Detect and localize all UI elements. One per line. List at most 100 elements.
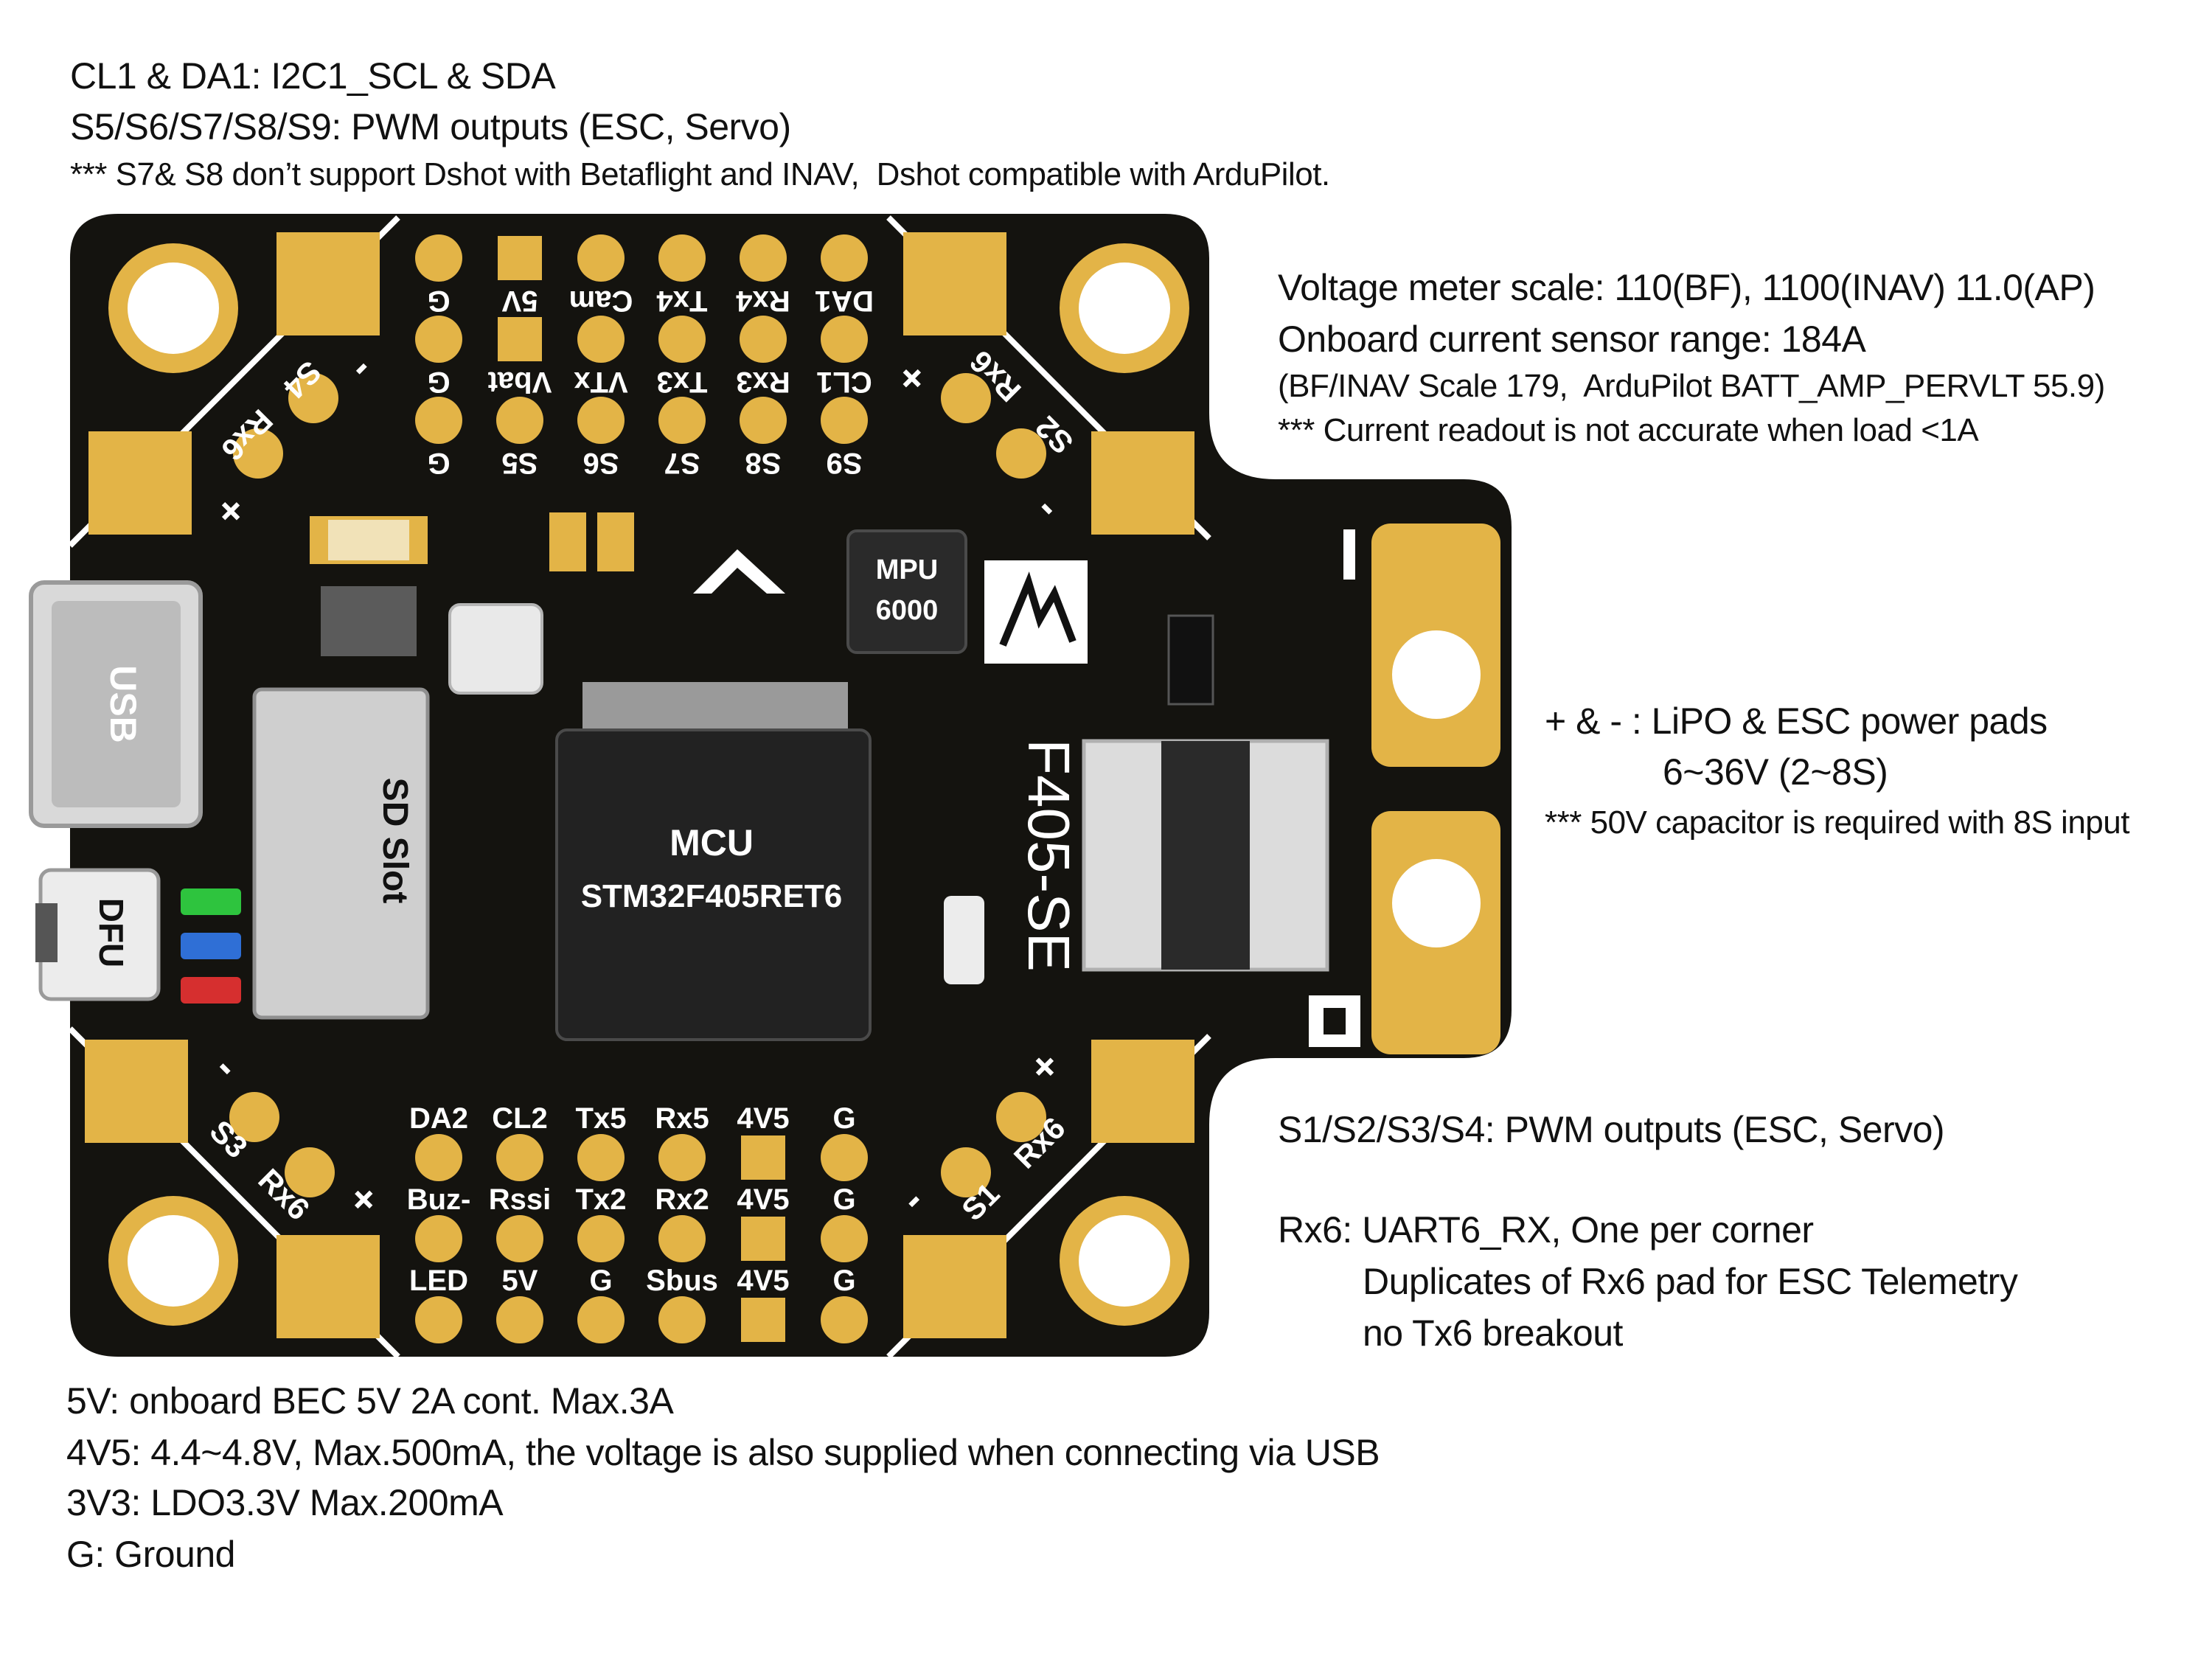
pad-bottom_row3-1 <box>496 1296 543 1343</box>
pad-label-bottom_row3-1: 5V <box>502 1265 538 1297</box>
esc-pad-group <box>85 232 1194 1338</box>
pad-label-top_row1-5: DA1 <box>815 285 874 317</box>
regulator <box>1167 614 1214 706</box>
corner-round-pads <box>229 373 1046 1197</box>
pad-bottom_row1-4 <box>741 1135 785 1180</box>
pad-label-top_row3-1: S5 <box>502 447 538 479</box>
note-ground: G: Ground <box>66 1534 235 1575</box>
pad-label-bottom_row2-1: Rssi <box>489 1183 552 1216</box>
pad-label-top_row1-2: Cam <box>569 285 633 317</box>
pad-label-bottom_row1-4: 4V5 <box>737 1102 789 1135</box>
pad-top_row2-3 <box>658 316 706 363</box>
pad-bottom_row2-1 <box>496 1215 543 1262</box>
note-rx6: Rx6: UART6_RX, One per corner <box>1278 1209 1814 1251</box>
pad-top_row3-5 <box>821 397 868 444</box>
imu-part-number: 6000 <box>876 595 939 626</box>
pad-bottom_row1-0 <box>415 1134 462 1181</box>
note-rx6-telemetry: Duplicates of Rx6 pad for ESC Telemetry <box>1363 1261 2018 1302</box>
sd-slot-label: SD Slot <box>375 778 414 904</box>
note-3v3: 3V3: LDO3.3V Max.200mA <box>66 1482 504 1523</box>
passive-components <box>310 512 984 984</box>
pad-bottom_row2-2 <box>577 1215 625 1262</box>
pad-label-bottom_row3-4: 4V5 <box>737 1265 789 1297</box>
pad-bottom_row1-2 <box>577 1134 625 1181</box>
pad-label-bottom_row2-4: 4V5 <box>737 1183 789 1216</box>
note-no-tx6: no Tx6 breakout <box>1363 1312 1623 1354</box>
pad-top_row2-5 <box>821 316 868 363</box>
mcu-chip <box>555 728 872 1041</box>
pad-bottom_row3-5 <box>821 1296 868 1343</box>
pad-label-top_row1-1: 5V <box>501 285 538 317</box>
pad-label-top_row3-3: S7 <box>664 447 700 479</box>
note-power-range: 6~36V (2~8S) <box>1663 751 1888 793</box>
pad-label-bottom_row1-5: G <box>832 1102 855 1135</box>
board-name: F405-SE <box>1016 739 1082 972</box>
pad-top_row2-4 <box>740 316 787 363</box>
pad-label-top_row3-2: S6 <box>583 447 619 479</box>
note-power-pads: + & - : LiPO & ESC power pads <box>1545 700 2048 742</box>
pad-label-bottom_row2-5: G <box>832 1183 855 1216</box>
pad-bottom_row3-2 <box>577 1296 625 1343</box>
pad-bottom_row2-4 <box>741 1217 785 1261</box>
pad-label-bottom_row2-2: Tx2 <box>576 1183 627 1216</box>
pad-label-top_row1-0: G <box>427 285 450 317</box>
pad-bottom_row3-3 <box>658 1296 706 1343</box>
pad-top_row1-0 <box>415 234 462 282</box>
pad-top_row1-5 <box>821 234 868 282</box>
pad-label-top_row2-3: Tx3 <box>657 366 708 398</box>
dfu-label: DFU <box>92 898 131 968</box>
pad-label-top_row3-0: G <box>427 447 450 479</box>
minus-marker <box>1343 529 1355 580</box>
usb-label: USB <box>102 665 144 743</box>
pad-label-bottom_row3-0: LED <box>409 1265 468 1297</box>
sd-slot <box>252 687 430 1020</box>
pad-label-top_row2-2: VTx <box>574 366 627 398</box>
pad-label-bottom_row1-1: CL2 <box>492 1102 548 1135</box>
note-current-scale: (BF/INAV Scale 179, ArduPilot BATT_AMP_P… <box>1278 368 2105 404</box>
pad-top_row2-1 <box>498 317 542 361</box>
pad-top_row3-1 <box>496 397 543 444</box>
note-pwm-s1-s4: S1/S2/S3/S4: PWM outputs (ESC, Servo) <box>1278 1109 1945 1150</box>
pad-top_row1-1 <box>498 236 542 280</box>
pad-top_row3-2 <box>577 397 625 444</box>
note-dshot: *** S7& S8 don’t support Dshot with Beta… <box>70 156 1330 192</box>
pad-label-bottom_row2-0: Buz- <box>407 1183 471 1216</box>
pad-top_row3-4 <box>740 397 787 444</box>
pad-label-top_row1-3: Tx4 <box>656 285 708 317</box>
pad-label-top_row2-4: Rx3 <box>736 366 790 398</box>
pad-bottom_row2-0 <box>415 1215 462 1262</box>
mcu-label: MCU <box>669 822 754 863</box>
pad-label-top_row3-4: S8 <box>745 447 782 479</box>
pad-label-bottom_row3-3: Sbus <box>646 1265 718 1297</box>
pad-label-top_row1-4: Rx4 <box>736 285 790 317</box>
pad-label-bottom_row3-2: G <box>589 1265 612 1297</box>
pad-label-bottom_row3-5: G <box>832 1265 855 1297</box>
note-current-accuracy: *** Current readout is not accurate when… <box>1278 412 1979 448</box>
pad-top_row1-4 <box>740 234 787 282</box>
note-voltage-scale: Voltage meter scale: 110(BF), 1100(INAV)… <box>1278 267 2096 308</box>
note-pwm-s5-s9: S5/S6/S7/S8/S9: PWM outputs (ESC, Servo) <box>70 106 791 147</box>
pad-label-top_row2-1: Vbat <box>488 366 552 398</box>
pad-top_row2-0 <box>415 316 462 363</box>
led-red <box>181 977 241 1004</box>
note-current-range: Onboard current sensor range: 184A <box>1278 319 1866 360</box>
pad-bottom_row3-0 <box>415 1296 462 1343</box>
note-4v5: 4V5: 4.4~4.8V, Max.500mA, the voltage is… <box>66 1432 1380 1473</box>
pad-top_row1-2 <box>577 234 625 282</box>
pad-label-bottom_row1-2: Tx5 <box>576 1102 627 1135</box>
led-green <box>181 888 241 915</box>
pad-top_row3-0 <box>415 397 462 444</box>
pad-label-bottom_row1-3: Rx5 <box>655 1102 709 1135</box>
imu-chip <box>846 529 967 654</box>
pad-label-bottom_row2-3: Rx2 <box>655 1183 709 1216</box>
pad-label-top_row3-5: S9 <box>827 447 863 479</box>
pad-label-top_row2-0: G <box>427 366 450 398</box>
led-blue <box>181 933 241 959</box>
note-capacitor: *** 50V capacitor is required with 8S in… <box>1545 804 2129 841</box>
pad-label-bottom_row1-0: DA2 <box>409 1102 468 1135</box>
note-5v-bec: 5V: onboard BEC 5V 2A cont. Max.3A <box>66 1380 674 1422</box>
pad-bottom_row2-3 <box>658 1215 706 1262</box>
note-i2c: CL1 & DA1: I2C1_SCL & SDA <box>70 55 556 97</box>
pad-bottom_row3-4 <box>741 1298 785 1342</box>
